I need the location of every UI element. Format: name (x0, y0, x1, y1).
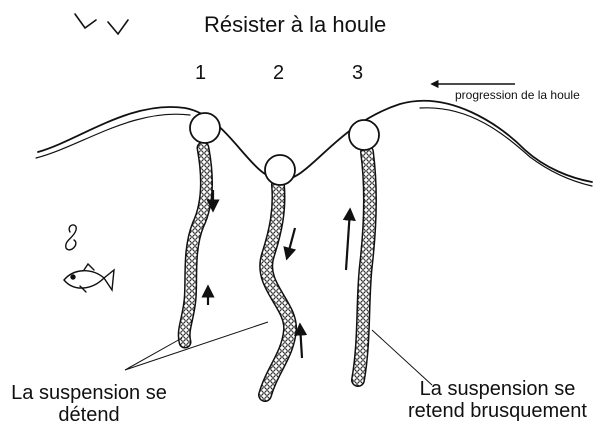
diagram-title: Résister à la houle (204, 12, 387, 37)
fish-icon (63, 224, 115, 293)
suspension-rope-1 (177, 141, 214, 349)
buoy-icon-3 (348, 119, 380, 151)
bird-icon (74, 13, 129, 36)
caption-left: La suspension se détend (11, 382, 167, 426)
movement-arrow-icons (201, 190, 356, 359)
buoy-number-1: 1 (195, 62, 207, 84)
wave-direction-label: progression de la houle (455, 88, 580, 102)
suspension-rope-2 (258, 178, 297, 402)
buoy-icon-2 (264, 154, 296, 186)
buoy-number-2: 2 (273, 62, 285, 84)
caption-right: La suspension se retend brusquement (407, 378, 587, 422)
wave-surface (35, 99, 593, 187)
buoy-icon-1 (189, 112, 221, 144)
caption-pointer-lines (124, 321, 433, 386)
buoy-number-3: 3 (352, 62, 364, 84)
suspension-rope-3 (351, 145, 377, 387)
